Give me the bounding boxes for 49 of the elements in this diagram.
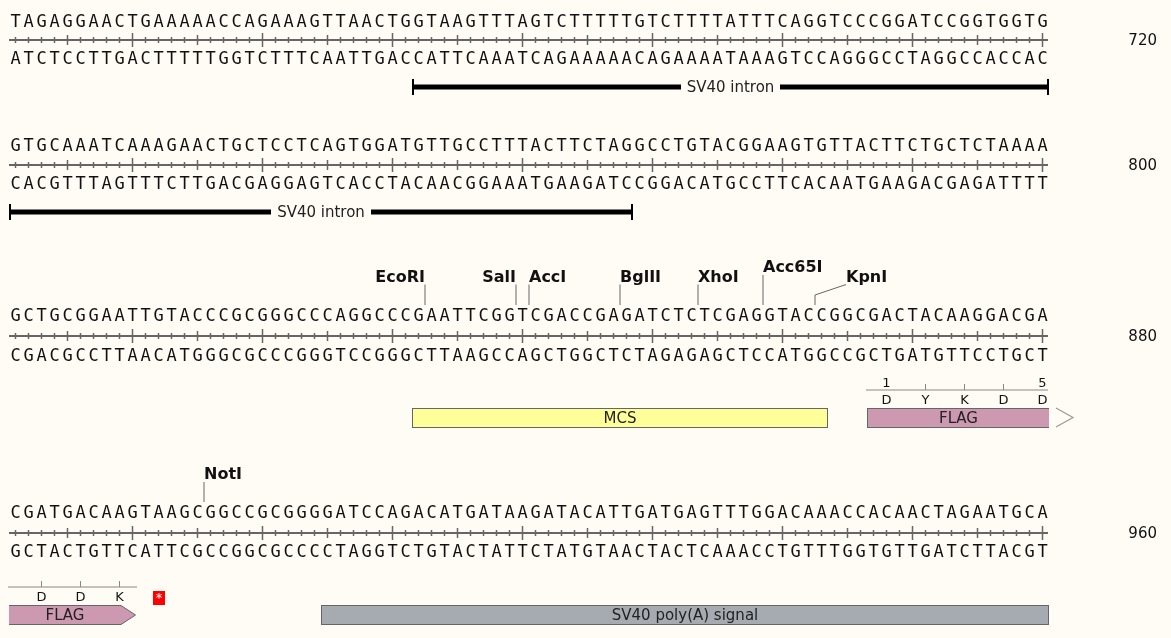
residue-number: 5	[1038, 376, 1047, 390]
restriction-site-label: NotI	[204, 466, 242, 482]
restriction-site-label: BglII	[620, 268, 662, 285]
restriction-site-label: EcoRI	[375, 268, 425, 285]
feature-label: FLAG	[45, 606, 85, 624]
dna-sequence: CGATGACAAGTAAGCGGCCGCGGGGATCCAGACATGATAAGATACATTGATGAGTTTGGACAAACCACAACTAGAATGCA	[10, 502, 1048, 522]
feature-label: SV40 poly(A) signal	[611, 606, 759, 624]
leader-line	[203, 481, 205, 503]
amino-acid-letter: K	[115, 590, 124, 604]
amino-acid-letter: Y	[921, 393, 930, 407]
position-number: 960	[1128, 525, 1157, 541]
feature-label: MCS	[603, 409, 637, 427]
feature-label: FLAG	[939, 409, 978, 427]
leader-line	[814, 284, 847, 306]
dna-sequence: GTGCAAATCAAAGAACTGCTCCTCAGTGGATGTTGCCTTTACTTCTAGGCCTGTACGGAAGTGTTACTTCTGCTCTAAAA	[10, 135, 1048, 155]
dna-sequence: GCTGCGGAATTGTACCCGCGGGCCCAGGCCCGAATTCGGTCGACCGAGATCTCTCGAGGTACCGGCGACTACAAGGACGA	[10, 305, 1048, 325]
complement-sequence: ATCTCCTTGACTTTTTGGTCTTTCAATTGACCATTCAAATCAGAAAAACAGAAAATAAAGTCCAGGGCCTAGGCCACCAC	[10, 48, 1048, 68]
feature-arrow	[9, 605, 136, 625]
leader-line	[515, 284, 517, 306]
leader-line	[697, 284, 699, 306]
stop-codon-marker: *	[153, 591, 165, 605]
restriction-site-label: Acc65I	[763, 259, 823, 275]
complement-sequence: CGACGCCTTAACATGGGCGCCCGGGTCCGGGCTTAAGCCAGCTGGCTCTAGAGAGCTCCATGGCCGCTGATGTTCCTGCT	[10, 345, 1048, 365]
amino-acid-letter: D	[881, 393, 892, 407]
feature-bar	[9, 203, 633, 221]
residue-number: 1	[882, 376, 891, 390]
amino-acid-letter: D	[75, 590, 86, 604]
feature-box	[867, 408, 1049, 428]
leader-line	[528, 284, 530, 306]
complement-sequence: GCTACTGTTCATTCGCCGGCGCCCCTAGGTCTGTACTATTCTATGTAACTACTCAAACCTGTTTGGTGTTGATCTTACGT	[10, 541, 1048, 561]
position-number: 880	[1128, 328, 1157, 344]
leader-line	[619, 284, 621, 306]
feature-box	[321, 605, 1049, 625]
feature-bar	[412, 78, 1049, 96]
restriction-site-label: SalI	[482, 268, 516, 285]
amino-acid-letter: D	[998, 393, 1009, 407]
leader-line	[424, 284, 426, 306]
position-number: 800	[1128, 157, 1157, 173]
dna-sequence: TAGAGGAACTGAAAAACCAGAAAGTTAACTGGTAAGTTTAGTCTTTTTGTCTTTTATTTCAGGTCCCGGATCCGGTGGTG	[10, 11, 1048, 31]
restriction-site-label: AccI	[529, 268, 567, 285]
leader-line	[762, 274, 764, 306]
restriction-site-label: XhoI	[698, 268, 739, 285]
restriction-site-label: KpnI	[846, 268, 888, 285]
amino-acid-letter: K	[960, 393, 969, 407]
amino-acid-letter: D	[36, 590, 47, 604]
feature-box	[412, 408, 828, 428]
amino-acid-letter: D	[1037, 393, 1048, 407]
position-number: 720	[1128, 32, 1157, 48]
complement-sequence: CACGTTTAGTTTCTTGACGAGGAGTCACCTACAACGGAAATGAAGATCCGGACATGCCTTCACAATGAAGACGAGATTTT	[10, 173, 1048, 193]
